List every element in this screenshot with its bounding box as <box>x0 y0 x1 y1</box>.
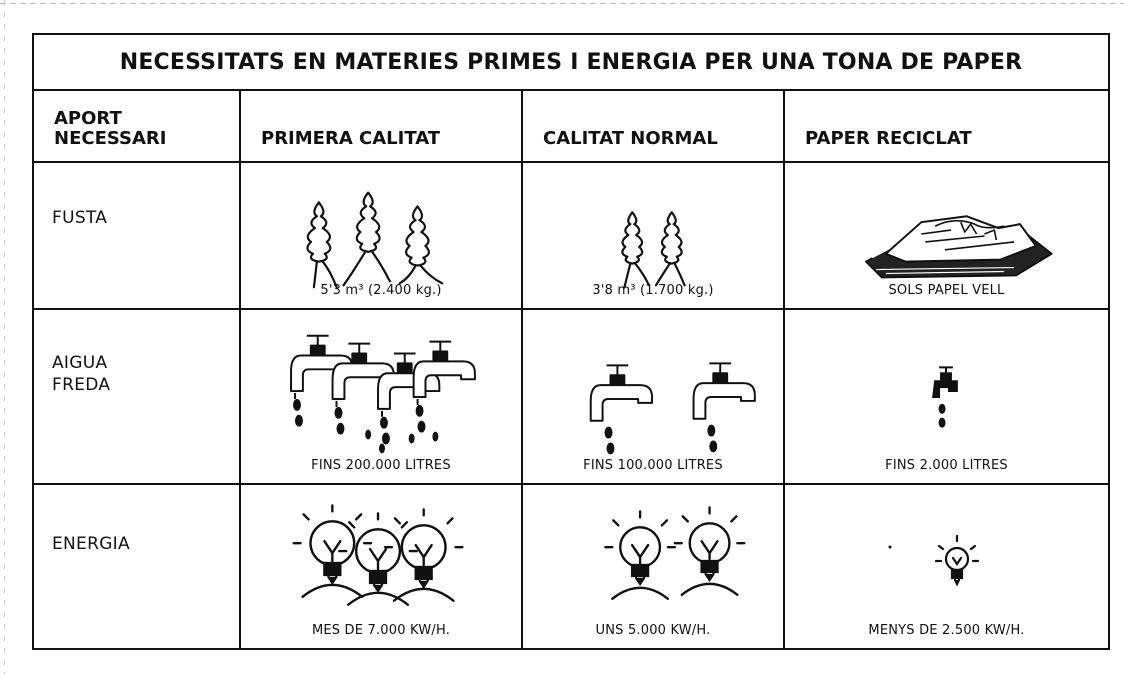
caption-aigua-primera: FINS 200.000 LITRES <box>311 458 451 473</box>
header-input: APORT NECESSARI <box>34 91 241 163</box>
cell-fusta-reciclat: SOLS PAPEL VELL <box>785 163 1108 310</box>
scan-border-top <box>0 3 1124 4</box>
caption-fusta-reciclat: SOLS PAPEL VELL <box>888 283 1005 298</box>
cell-energia-primera: MES DE 7.000 KW/H. <box>241 485 523 648</box>
caption-energia-normal: UNS 5.000 KW/H. <box>595 623 711 638</box>
cell-fusta-normal: 3'8 m³ (1.700 kg.) <box>523 163 785 310</box>
header-input-line1: APORT <box>54 108 122 129</box>
two-trees-icon <box>621 211 686 289</box>
cell-aigua-primera: FINS 200.000 LITRES <box>241 310 523 485</box>
four-taps-icon <box>290 334 476 454</box>
cell-energia-reciclat: MENYS DE 2.500 KW/H. <box>785 485 1108 648</box>
three-trees-icon <box>306 191 444 289</box>
header-calitat-normal: CALITAT NORMAL <box>523 91 785 163</box>
header-input-line2: NECESSARI <box>54 128 167 149</box>
caption-fusta-normal: 3'8 m³ (1.700 kg.) <box>592 283 714 298</box>
header-paper-reciclat: PAPER RECICLAT <box>785 91 1108 163</box>
single-tap-icon <box>932 366 958 428</box>
row-label-cell-fusta: FUSTA <box>34 163 241 310</box>
old-paper-stack-icon <box>865 215 1053 279</box>
row-label-energia: ENERGIA <box>52 534 130 554</box>
caption-energia-primera: MES DE 7.000 KW/H. <box>311 623 451 638</box>
two-bulbs-icon <box>604 506 746 600</box>
header-primera-calitat: PRIMERA CALITAT <box>241 91 523 163</box>
scan-border-left <box>4 0 5 674</box>
row-label-fusta: FUSTA <box>52 208 108 228</box>
caption-aigua-normal: FINS 100.000 LITRES <box>583 458 723 473</box>
row-label-cell-aigua: AIGUA FREDA <box>34 310 241 485</box>
cell-aigua-normal: FINS 100.000 LITRES <box>523 310 785 485</box>
header-col3-label: PAPER RECICLAT <box>805 128 972 149</box>
caption-aigua-reciclat: FINS 2.000 LITRES <box>885 458 1008 473</box>
header-col2-label: CALITAT NORMAL <box>543 128 718 149</box>
three-bulbs-icon <box>292 504 464 606</box>
row-label-freda: FREDA <box>52 375 111 395</box>
single-bulb-icon <box>888 534 980 587</box>
cell-fusta-primera: 5'3 m³ (2.400 kg.) <box>241 163 523 310</box>
table-title: NECESSITATS EN MATERIES PRIMES I ENERGIA… <box>34 35 1108 91</box>
caption-energia-reciclat: MENYS DE 2.500 KW/H. <box>868 623 1025 638</box>
header-col1-label: PRIMERA CALITAT <box>261 128 441 149</box>
two-taps-icon <box>589 362 756 455</box>
paper-requirements-table: NECESSITATS EN MATERIES PRIMES I ENERGIA… <box>32 33 1110 650</box>
caption-fusta-primera: 5'3 m³ (2.400 kg.) <box>320 283 442 298</box>
cell-energia-normal: UNS 5.000 KW/H. <box>523 485 785 648</box>
row-label-aigua: AIGUA <box>52 353 108 373</box>
row-label-cell-energia: ENERGIA <box>34 485 241 648</box>
cell-aigua-reciclat: FINS 2.000 LITRES <box>785 310 1108 485</box>
